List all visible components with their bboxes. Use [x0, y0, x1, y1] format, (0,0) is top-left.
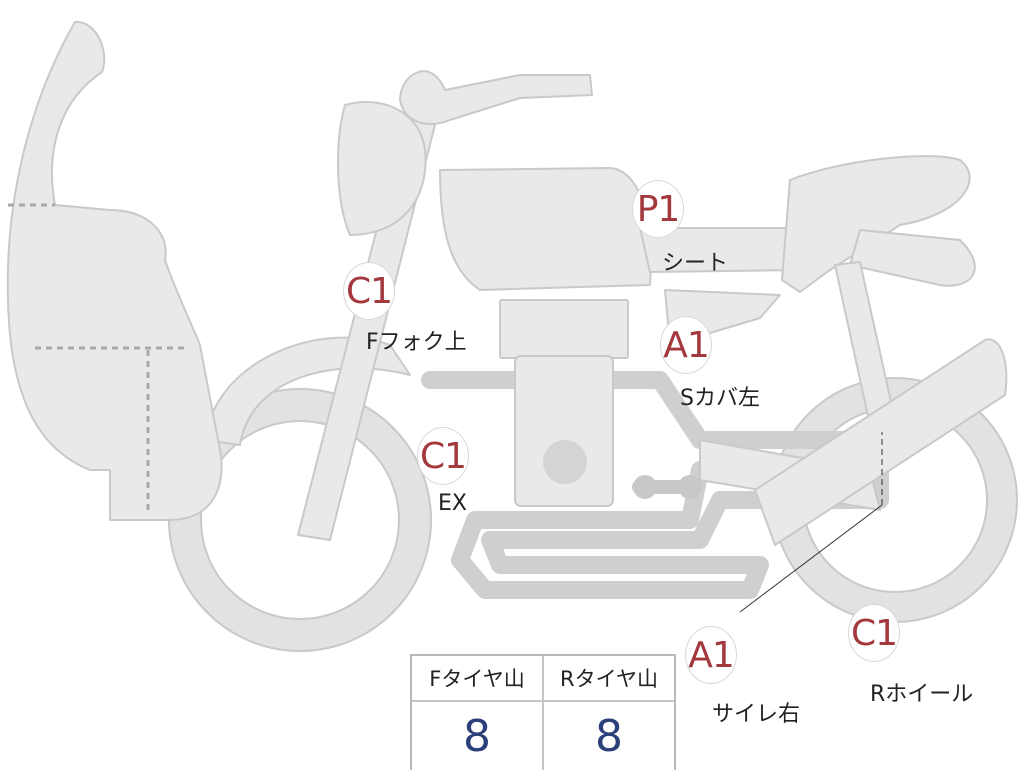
- damage-marker-front-fork[interactable]: C1: [343, 262, 395, 320]
- tire-tread-table: Fタイヤ山 Rタイヤ山 8 8: [410, 654, 676, 770]
- tire-table-values: 8 8: [412, 702, 674, 770]
- damage-marker-silencer[interactable]: A1: [685, 626, 737, 684]
- leader-line-silencer: [739, 504, 883, 613]
- tire-table-header: Fタイヤ山 Rタイヤ山: [412, 656, 674, 702]
- rear-tire-header: Rタイヤ山: [560, 667, 658, 691]
- rear-tire-value: 8: [595, 710, 623, 762]
- front-tire-value: 8: [412, 702, 544, 770]
- tail-cowl: [781, 155, 971, 293]
- damage-label-exhaust: EX: [438, 491, 467, 516]
- fairing: [6, 20, 223, 521]
- headlight: [337, 101, 427, 236]
- damage-marker-rear-wheel[interactable]: C1: [848, 604, 900, 662]
- engine: [499, 299, 702, 507]
- damage-label-seat: シート: [662, 251, 729, 276]
- front-wheel: [168, 388, 432, 652]
- rear-fender: [849, 229, 976, 287]
- damage-label-silencer: サイレ右: [712, 702, 801, 727]
- damage-marker-side-cover[interactable]: A1: [660, 316, 712, 374]
- damage-label-rear-wheel: Rホイール: [870, 682, 974, 707]
- damage-marker-seat[interactable]: P1: [632, 180, 684, 238]
- handlebar: [399, 70, 593, 125]
- front-tire-header: Fタイヤ山: [412, 656, 544, 700]
- damage-label-front-fork: Fフォク上: [366, 330, 467, 355]
- fuel-tank: [439, 167, 652, 291]
- damage-label-side-cover: Sカバ左: [680, 386, 760, 411]
- muffler: [754, 338, 1008, 546]
- damage-marker-exhaust[interactable]: C1: [417, 427, 469, 485]
